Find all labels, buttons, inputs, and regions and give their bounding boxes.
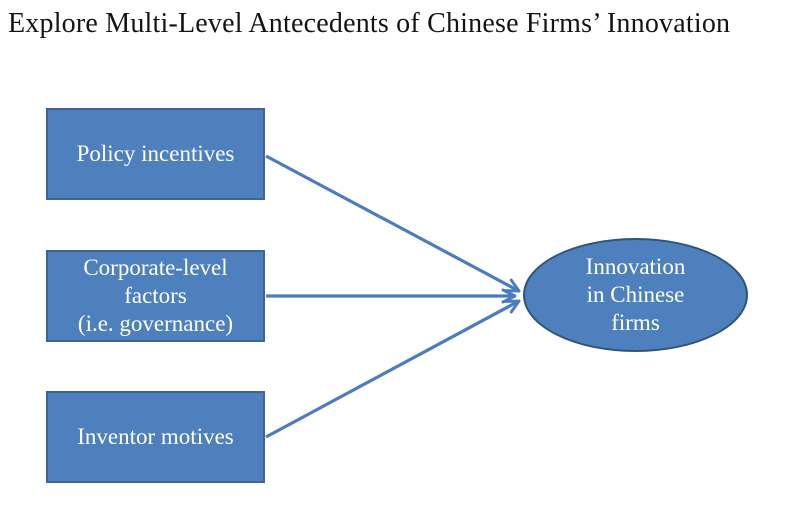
edge-inventor-to-innovation	[265, 299, 521, 439]
node-inventor-motives-label: Inventor motives	[77, 423, 234, 449]
node-corporate-level-factors: Corporate-level factors (i.e. governance…	[46, 250, 265, 342]
node-innovation-in-chinese-firms: Innovation in Chinese firms	[523, 238, 748, 352]
node-inventor-motives: Inventor motives	[46, 391, 265, 483]
node-corporate-level-factors-label: Corporate-level factors (i.e. governance…	[77, 254, 234, 337]
node-innovation-in-chinese-firms-label: Innovation in Chinese firms	[585, 253, 686, 336]
node-policy-incentives-label: Policy incentives	[76, 140, 235, 166]
node-policy-incentives: Policy incentives	[46, 108, 265, 200]
diagram-title: Explore Multi-Level Antecedents of Chine…	[8, 8, 731, 39]
edge-policy-to-innovation	[265, 154, 521, 293]
